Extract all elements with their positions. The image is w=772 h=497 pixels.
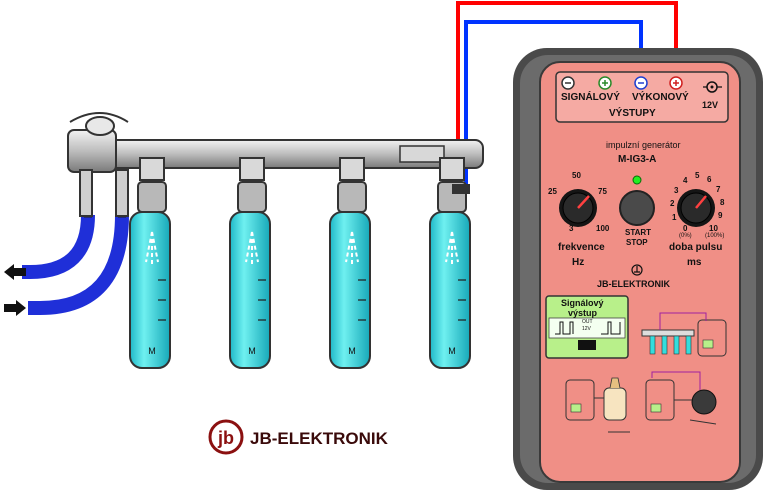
stop-label: STOP xyxy=(626,238,648,247)
power-voltage-label: 12V xyxy=(702,100,719,110)
pulse-scale-5: 5 xyxy=(695,171,700,180)
jb-elektronik-logo: jb JB-ELEKTRONIK xyxy=(208,419,389,455)
cylinder-mark: M xyxy=(448,346,456,356)
pulse-unit: ms xyxy=(687,257,702,268)
red-wire xyxy=(456,1,678,188)
outputs-title: VÝSTUPY xyxy=(609,108,656,119)
signal-box-voltage: 12V xyxy=(582,326,591,332)
pulse-scale-7: 7 xyxy=(716,185,721,194)
injector-1: M xyxy=(129,157,171,369)
pulse-scale-6: 6 xyxy=(707,175,712,184)
frequency-knob[interactable] xyxy=(559,189,597,227)
fuel-rail xyxy=(67,112,484,217)
return-arrow-icon xyxy=(4,264,26,280)
signal-output-label: SIGNÁLOVÝ xyxy=(561,92,620,103)
fuel-hoses xyxy=(22,214,129,315)
supply-arrow-icon xyxy=(4,300,26,316)
pulse-scale-2: 2 xyxy=(670,199,675,208)
start-stop-button[interactable] xyxy=(619,190,655,226)
model-label: M-IG3-A xyxy=(618,154,657,165)
power-minus-terminal-icon[interactable] xyxy=(634,76,648,90)
power-jack-icon[interactable] xyxy=(703,81,722,93)
signal-plus-terminal-icon[interactable] xyxy=(598,76,612,90)
freq-scale-25: 25 xyxy=(548,187,557,196)
cylinder-mark: M xyxy=(348,346,356,356)
cylinder-mark: M xyxy=(148,346,156,356)
injector-2: M xyxy=(229,157,271,369)
signal-output-box xyxy=(545,295,629,359)
pulse-scale-4: 4 xyxy=(683,176,688,185)
blue-wire xyxy=(464,20,643,188)
pulse-scale-1: 1 xyxy=(672,213,677,222)
freq-scale-min: 3 xyxy=(569,224,574,233)
signal-box-title-1: Signálový xyxy=(561,298,604,308)
frequency-unit: Hz xyxy=(572,257,585,268)
injector-4: M xyxy=(429,157,471,369)
pulse-label: doba pulsu xyxy=(669,242,723,253)
logo-text: JB-ELEKTRONIK xyxy=(250,429,389,448)
ground-symbol-icon xyxy=(631,264,643,276)
freq-scale-75: 75 xyxy=(598,187,607,196)
signal-minus-terminal-icon[interactable] xyxy=(561,76,575,90)
cylinder-mark: M xyxy=(248,346,256,356)
pulse-scale-8: 8 xyxy=(720,198,725,207)
pulse-knob[interactable] xyxy=(677,189,715,227)
pulse-scale-0: 0 xyxy=(683,224,688,233)
wires xyxy=(456,1,678,188)
device-brand: JB-ELEKTRONIK xyxy=(597,279,671,289)
freq-scale-max: 100 xyxy=(596,224,610,233)
svg-text:jb: jb xyxy=(217,428,234,448)
pulse-scale-9: 9 xyxy=(718,211,723,220)
frequency-label: frekvence xyxy=(558,242,605,253)
signal-box-title-2: výstup xyxy=(568,308,598,318)
signal-box-out: OUT xyxy=(582,319,593,325)
status-led xyxy=(632,175,642,185)
pulse-scale-10: 10 xyxy=(709,224,718,233)
power-output-label: VÝKONOVÝ xyxy=(632,92,689,103)
device-type-label: impulzní generátor xyxy=(606,140,681,150)
injector-3: M xyxy=(329,157,371,369)
mini-coil-illustration xyxy=(565,377,630,433)
mini-valve-illustration xyxy=(645,371,717,425)
pulse-scale-3: 3 xyxy=(674,186,679,195)
start-label: START xyxy=(625,228,652,237)
power-plus-terminal-icon[interactable] xyxy=(669,76,683,90)
freq-scale-50: 50 xyxy=(572,171,581,180)
mini-rail-illustration xyxy=(641,312,727,357)
pulse-scale-note-max: (100%) xyxy=(705,233,725,239)
pulse-scale-note-min: (0%) xyxy=(679,233,692,239)
